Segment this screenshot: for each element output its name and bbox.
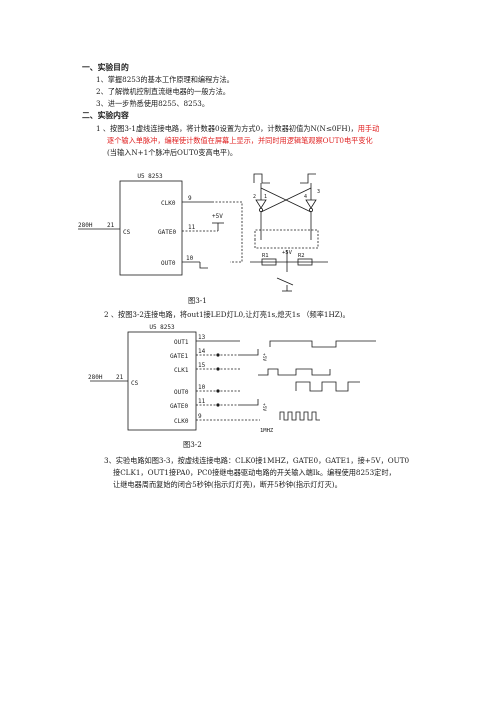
fig1-chip-label: U5 8253 [137,173,163,180]
objective-item-1: 1、掌握8253的基本工作原理和编程方法。 [96,75,234,84]
fig1-pin1: 1 [264,194,267,200]
fig2-pin-cs: 21 [116,374,124,381]
fig1-pin-out: 10 [186,255,194,262]
fig1-cs-label: CS [123,229,131,236]
fig2-addr-label: 280H [88,374,103,381]
fig1-pin2: 2 [253,194,256,200]
fig2-clk1-label: CLK1 [174,367,189,374]
fig1-r2-label: R2 [298,253,305,259]
fig2-pin-gate1: 14 [198,348,206,355]
fig2-pin-clk1: 15 [198,362,206,369]
fig2-clk-in-label: 1MHZ [260,428,274,434]
objective-item-3: 3、进一步熟悉使用8255、8253。 [96,99,210,108]
objective-item-2: 2、了解微机控制直流继电器的一般方法。 [96,87,230,96]
fig1-vcc-label: +5V [212,213,223,220]
fig1-chip-box [119,180,183,276]
fig1-pin-clk: 9 [188,195,192,202]
fig1-pin4: 4 [304,194,307,200]
section-heading-content: 二、实验内容 [82,111,129,120]
task3-line1: 3、实验电路如图3-3，按虚线连接电路：CLK0接1MHZ，GATE0，GATE… [104,456,410,465]
fig2-pin-gate0: 11 [198,398,206,405]
fig1-gate-label: GATE0 [158,229,176,236]
task1-line1-black: 1 、按图3-1虚线连接电路，将计数器0设置为方式0，计数器初值为N(N≤0FH… [96,124,358,133]
fig2-cs-label: CS [131,380,139,387]
fig1-addr-label: 280H [78,222,93,229]
fig1-caption: 图3-1 [188,296,207,305]
task1-line1: 1 、按图3-1虚线连接电路，将计数器0设置为方式0，计数器初值为N(N≤0FH… [96,124,379,133]
fig1-r1-label: R1 [262,253,269,259]
fig1-pin3: 3 [317,189,320,195]
fig2-vcc1-label: +5V [261,353,267,361]
task3-line3: 让继电器周而复始的闭合5秒钟(指示灯灯亮)，断开5秒钟(指示灯灯灭)。 [113,480,342,489]
fig2-out0-label: OUT0 [174,389,189,396]
task1-line2: 逐个输入单脉冲，编程使计数值在屏幕上显示，并同时用逻辑笔观察OUT0电平变化 [107,136,373,145]
fig1-clk-label: CLK0 [161,200,176,207]
fig1-pin-cs: 21 [107,222,115,229]
task3-line2: 接CLK1，OUT1接PA0，PC0接继电器驱动电路的开关输入端Ik。编程使用8… [113,468,396,477]
fig2-pin-out1: 13 [198,334,206,341]
fig1-out-label: OUT0 [161,260,176,267]
task2-text: 2 、按图3-2连接电路，将out1接LED灯L0,让灯亮1s,熄灭1s （频率… [104,310,350,319]
fig1-pin-gate: 11 [188,224,196,231]
section-heading-objectives: 一、实验目的 [82,63,129,72]
fig2-clk0-label: CLK0 [174,418,189,425]
fig2-gate0-label: GATE0 [170,403,188,410]
fig1-vcc2-label: +5V [282,250,293,256]
fig2-out1-label: OUT1 [174,339,189,346]
fig2-pin-clk0: 9 [198,413,202,420]
fig2-caption: 图3-2 [183,440,202,449]
fig2-pin-out0: 10 [198,384,206,391]
fig2-chip-label: U5 8253 [149,324,175,331]
task1-line3: (当输入N+1个脉冲后OUT0变高电平)。 [107,148,238,157]
fig2-gate1-label: GATE1 [170,353,188,360]
task1-line1-red: 用手动 [357,124,380,133]
fig2-vcc0-label: +5V [261,403,267,411]
